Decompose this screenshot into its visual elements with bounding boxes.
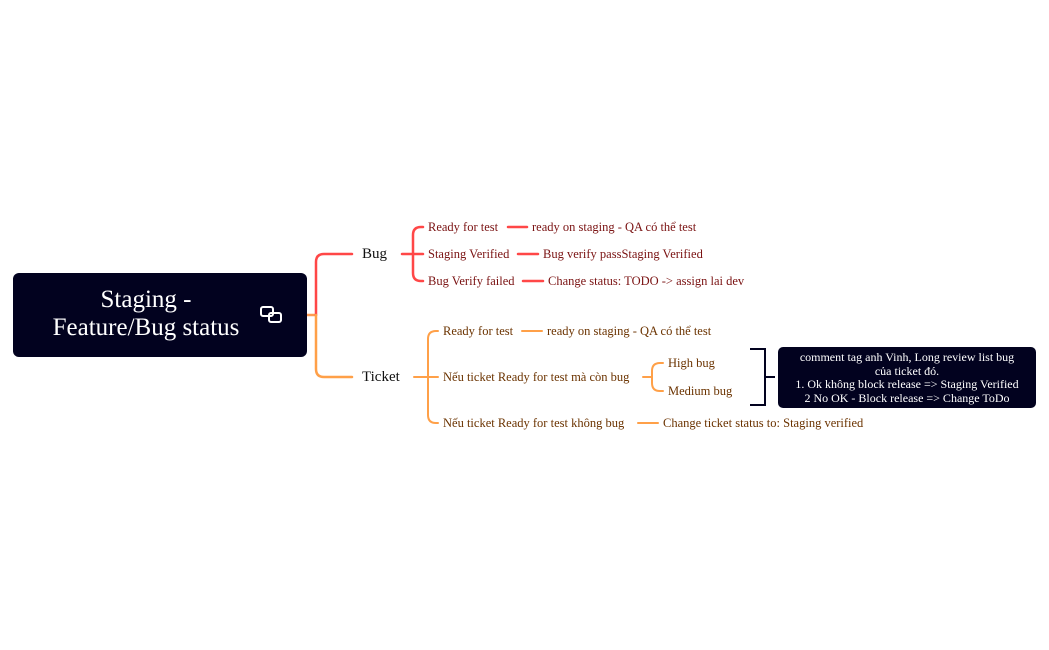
ticket-detail-ready-for-test[interactable]: ready on staging - QA có thể test: [547, 324, 712, 338]
root-title: Staging - Feature/Bug status: [23, 286, 269, 342]
root-title-line-2: Feature/Bug status: [52, 314, 240, 341]
bug-item-verify-failed[interactable]: Bug Verify failed: [428, 274, 515, 288]
connector-bug-bracket: [411, 225, 425, 283]
root-title-line-1: Staging -: [100, 286, 192, 313]
ticket-item-with-bug[interactable]: Nếu ticket Ready for test mà còn bug: [443, 370, 630, 384]
connector-ticket-bracket: [427, 330, 439, 424]
bug-detail-staging-verified[interactable]: Bug verify passStaging Verified: [543, 247, 703, 261]
topic-bug[interactable]: Bug: [362, 246, 388, 262]
topic-ticket[interactable]: Ticket: [362, 369, 400, 385]
connector-root-bug: [314, 252, 354, 317]
ticket-sub-medium-bug[interactable]: Medium bug: [668, 384, 733, 398]
summary-line: 2 No OK - Block release => Change ToDo: [804, 390, 1010, 405]
bug-item-ready-for-test[interactable]: Ready for test: [428, 220, 499, 234]
ticket-item-no-bug[interactable]: Nếu ticket Ready for test không bug: [443, 416, 625, 430]
summary-bracket: [750, 348, 775, 406]
summary-line: của ticket đó.: [874, 363, 940, 378]
root-topic[interactable]: Staging - Feature/Bug status: [13, 273, 307, 357]
summary-line: comment tag anh Vinh, Long review list b…: [799, 350, 1015, 364]
bug-detail-verify-failed[interactable]: Change status: TODO -> assign lai dev: [548, 274, 745, 288]
bug-detail-ready-for-test[interactable]: ready on staging - QA có thể test: [532, 220, 697, 234]
link-icon[interactable]: [259, 304, 283, 326]
ticket-item-ready-for-test[interactable]: Ready for test: [443, 324, 514, 338]
connector-ticket-sub-bracket: [651, 362, 664, 392]
ticket-detail-no-bug[interactable]: Change ticket status to: Staging verifie…: [663, 416, 864, 430]
summary-line: 1. Ok không block release => Staging Ver…: [795, 377, 1019, 391]
ticket-sub-high-bug[interactable]: High bug: [668, 356, 715, 370]
bug-item-staging-verified[interactable]: Staging Verified: [428, 247, 510, 261]
connector-root-ticket: [314, 313, 354, 379]
summary-note[interactable]: comment tag anh Vinh, Long review list b…: [778, 347, 1036, 408]
